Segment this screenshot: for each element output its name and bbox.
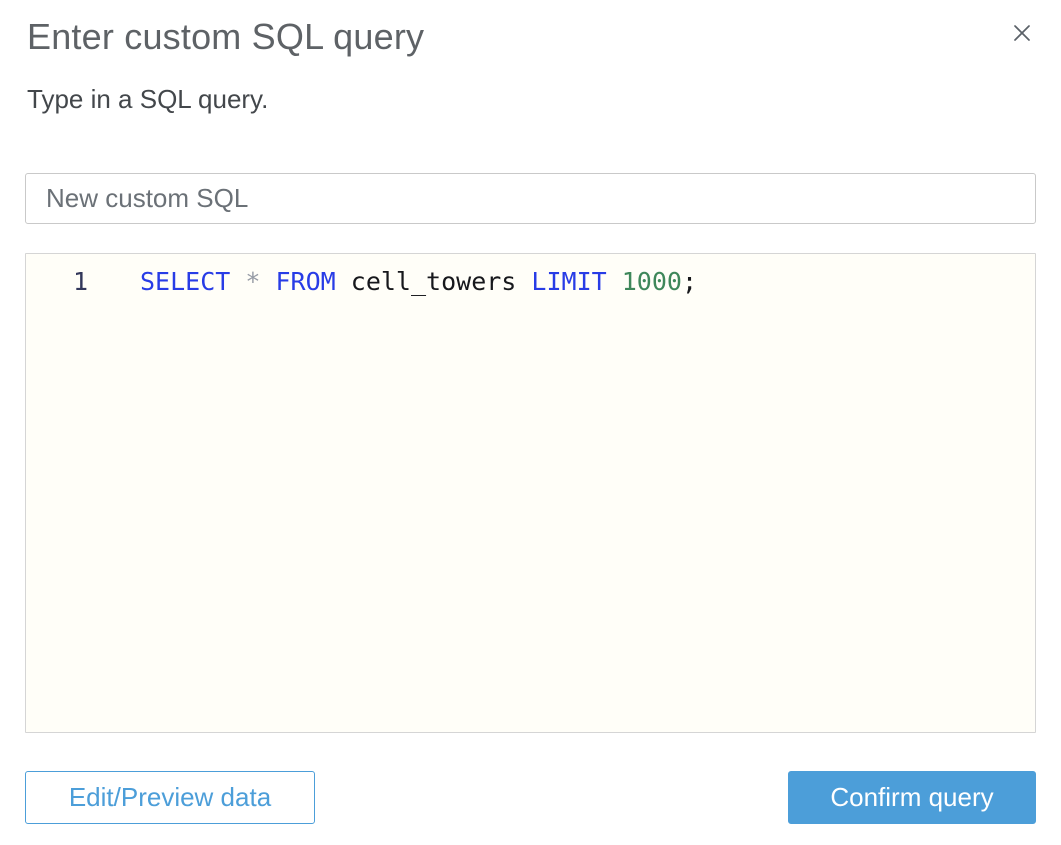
sql-token-space (516, 267, 531, 296)
close-icon (1011, 22, 1033, 44)
sql-code-editor[interactable]: 1 SELECT * FROM cell_towers LIMIT 1000; (25, 253, 1036, 733)
dialog-title: Enter custom SQL query (27, 16, 425, 57)
sql-token-number: 1000 (621, 267, 682, 296)
sql-token-space (260, 267, 275, 296)
dialog-subtitle: Type in a SQL query. (27, 84, 269, 114)
sql-token-space (336, 267, 351, 296)
sql-token-from: FROM (275, 267, 336, 296)
edit-preview-data-button[interactable]: Edit/Preview data (25, 771, 315, 824)
code-line: 1 SELECT * FROM cell_towers LIMIT 1000; (26, 254, 1035, 298)
line-number: 1 (72, 267, 88, 296)
sql-token-table-name: cell_towers (350, 267, 517, 296)
sql-token-space (607, 267, 622, 296)
sql-token-star: * (245, 267, 261, 296)
close-button[interactable] (1009, 20, 1035, 46)
sql-query-text: SELECT * FROM cell_towers LIMIT 1000; (140, 266, 697, 298)
sql-token-limit: LIMIT (531, 267, 607, 296)
sql-token-select: SELECT (140, 267, 231, 296)
confirm-query-button[interactable]: Confirm query (788, 771, 1036, 824)
custom-sql-name-input[interactable] (25, 173, 1036, 224)
sql-token-semicolon: ; (681, 267, 698, 296)
sql-token-space (230, 267, 245, 296)
